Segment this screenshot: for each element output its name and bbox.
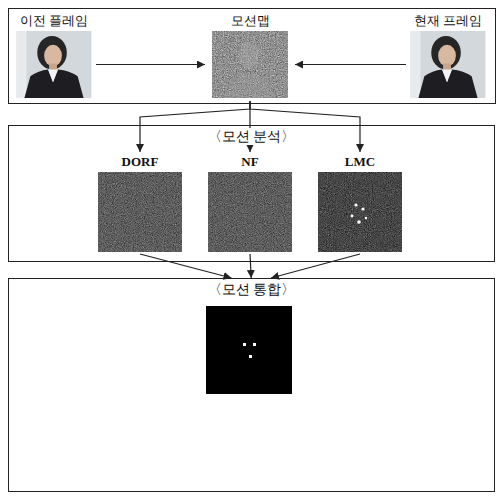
motion-dot xyxy=(243,343,246,346)
item-label: LMC xyxy=(342,154,378,170)
motion-dot xyxy=(357,220,361,224)
motion-trace xyxy=(226,74,274,98)
image-item: NF xyxy=(205,152,295,254)
item-label: NF xyxy=(238,154,261,170)
image-item: 이전 플레임 xyxy=(12,11,96,101)
flow-arrow xyxy=(295,64,406,65)
flow-arrow xyxy=(96,64,205,65)
motion-map-image xyxy=(212,31,288,98)
motion-dot xyxy=(365,217,367,219)
item-label: DORF xyxy=(119,154,162,170)
image-item: 모션맵 xyxy=(205,11,295,101)
item-label: 현재 프레임 xyxy=(411,13,485,29)
input-panel xyxy=(9,9,496,104)
flow-arrow xyxy=(250,254,251,278)
motion-dot xyxy=(361,207,364,210)
item-label: 이전 플레임 xyxy=(17,13,91,29)
previous-frame-photo xyxy=(17,31,92,98)
image-item: DORF xyxy=(95,152,185,254)
flow-arrow xyxy=(271,254,360,278)
image-item: 현재 프레임 xyxy=(406,11,490,101)
panel-title: 〈모션 분석〉 xyxy=(205,128,299,145)
stage-panel: 〈모션 통합〉 xyxy=(8,278,495,492)
motion-dot xyxy=(253,343,256,346)
nf-image xyxy=(208,172,292,252)
motion-dot xyxy=(351,215,354,218)
image-item: LMC xyxy=(315,152,405,254)
motion-dot xyxy=(354,203,357,206)
stage-panel: 〈모션 분석〉 DORF NF LMC xyxy=(8,125,495,262)
item-label: 모션맵 xyxy=(228,13,273,29)
merged-image xyxy=(206,306,292,394)
flow-arrow xyxy=(140,254,231,278)
motion-trace xyxy=(239,42,259,68)
current-frame-photo xyxy=(411,31,486,98)
lmc-image xyxy=(318,172,402,252)
panel-title: 〈모션 통합〉 xyxy=(205,281,299,298)
dorf-image xyxy=(98,172,182,252)
motion-dot xyxy=(249,355,252,358)
